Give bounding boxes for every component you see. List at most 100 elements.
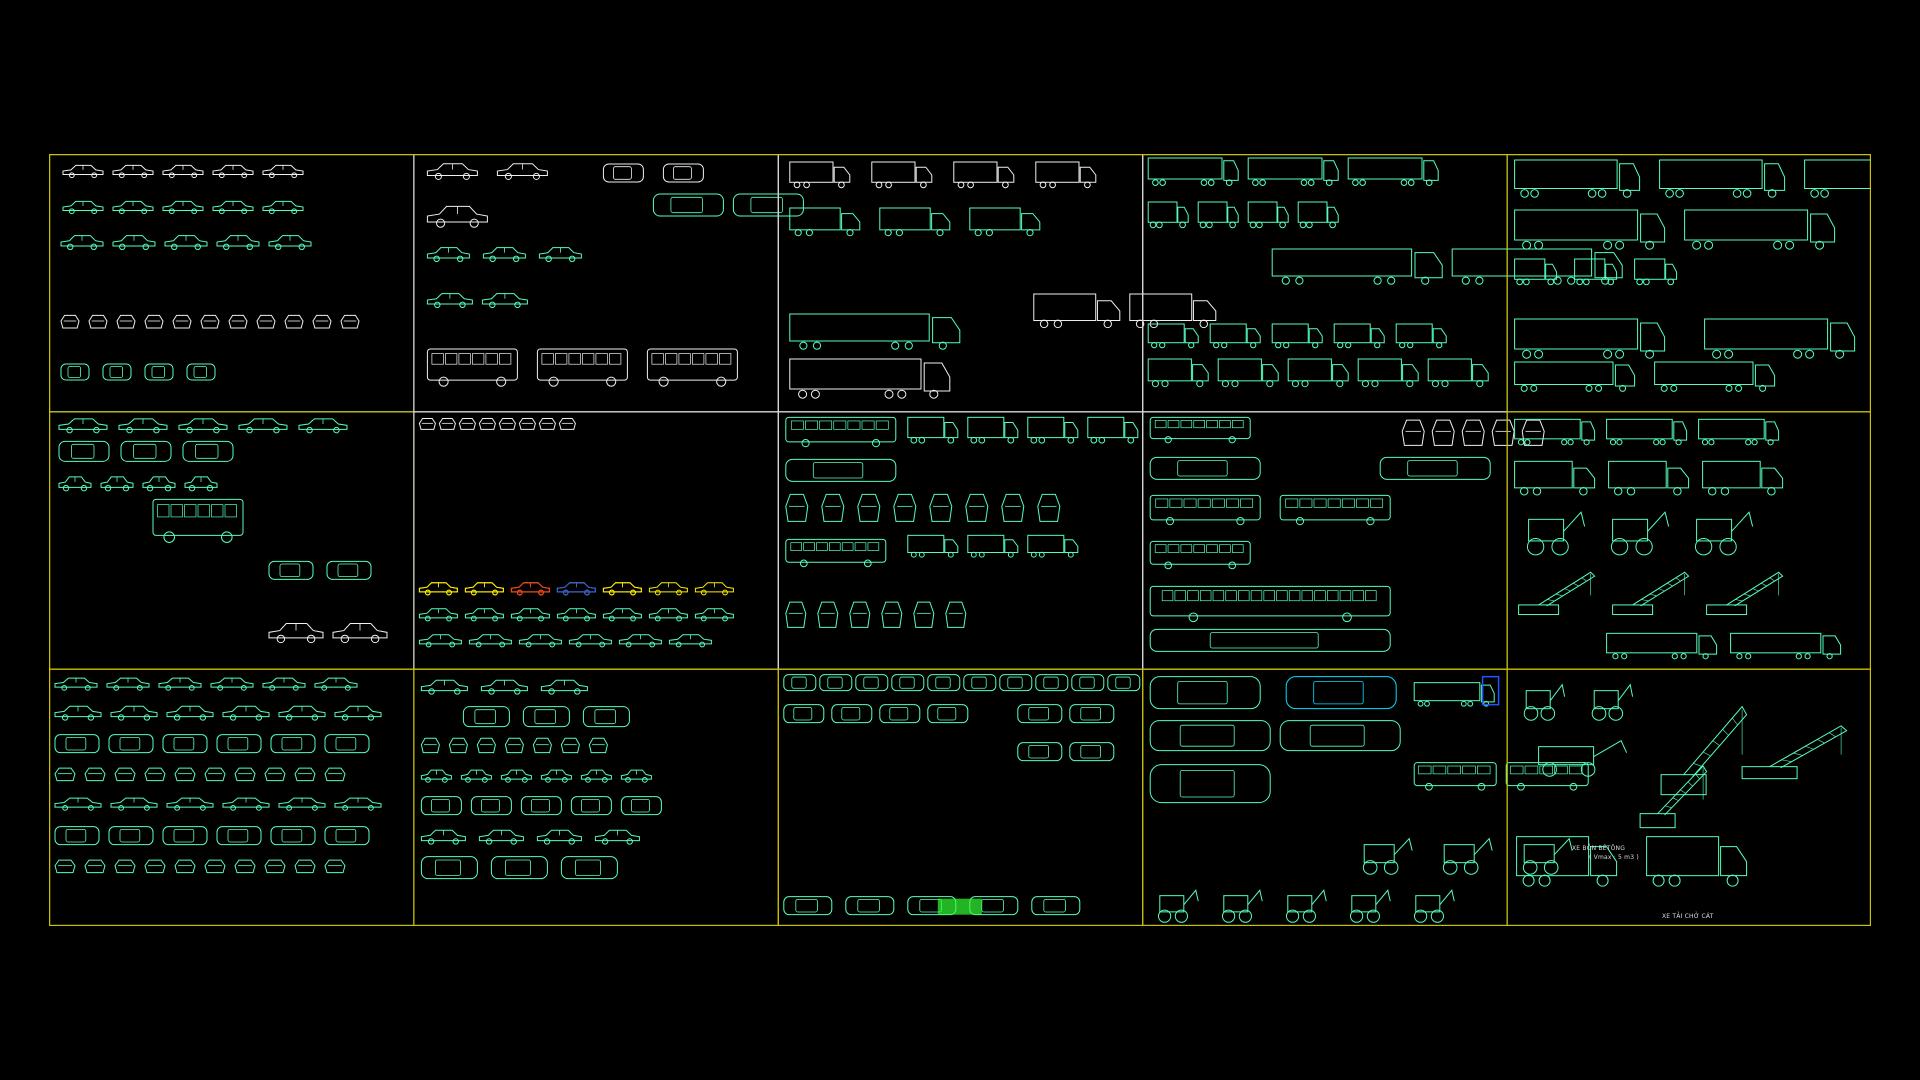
tractor-trailer-block[interactable] (1659, 159, 1786, 198)
car-top-block[interactable] (1031, 896, 1081, 916)
container-top-block[interactable] (1285, 676, 1397, 710)
sedan-block[interactable] (62, 164, 104, 179)
cell-tankers-semitrailers[interactable] (1142, 154, 1508, 413)
car-top-block[interactable] (108, 734, 154, 754)
mixer-truck-block[interactable] (1516, 836, 1618, 887)
bus-front-block[interactable] (821, 493, 845, 522)
car-front-block[interactable] (144, 859, 166, 874)
trailer-block[interactable] (1271, 248, 1443, 285)
box-truck-block[interactable] (969, 207, 1041, 237)
loader-block[interactable] (1413, 889, 1455, 923)
sedan-block[interactable] (212, 164, 254, 179)
car-block[interactable] (556, 608, 596, 622)
container-top-block[interactable] (1149, 676, 1261, 710)
tractor-trailer-block[interactable] (1514, 318, 1666, 359)
coach-block[interactable] (1149, 494, 1261, 526)
car-block[interactable] (110, 705, 158, 721)
cell-sports-cars[interactable] (413, 668, 779, 926)
crane-truck-block[interactable] (1518, 571, 1596, 616)
pickup-block[interactable] (496, 163, 548, 180)
sports-car-block[interactable] (478, 829, 524, 845)
car-top-block[interactable] (520, 796, 562, 816)
excavator-block[interactable] (1538, 739, 1628, 777)
box-truck-block[interactable] (879, 207, 951, 237)
ambulance-block[interactable] (1027, 534, 1079, 558)
colored-car-block[interactable] (418, 582, 458, 596)
car-front-block[interactable] (84, 859, 106, 874)
coach-top-block[interactable] (1379, 456, 1491, 480)
car-front-block[interactable] (478, 418, 496, 430)
van-top-block[interactable] (1149, 764, 1271, 804)
cell-trucks-box[interactable] (777, 154, 1144, 413)
car-top-block[interactable] (216, 734, 262, 754)
car-top-block[interactable] (891, 674, 925, 692)
car-top-block[interactable] (326, 560, 372, 580)
cell-pickups-vans-rv[interactable] (413, 154, 779, 413)
cell-tractor-trailers[interactable] (1506, 154, 1871, 413)
coach-block[interactable] (1279, 494, 1391, 526)
ambulance-block[interactable] (1027, 416, 1079, 444)
sedan-block[interactable] (62, 200, 104, 215)
bus-front-block[interactable] (1037, 493, 1061, 522)
car-block[interactable] (518, 634, 562, 648)
car-block[interactable] (222, 797, 270, 811)
classic-car-block[interactable] (500, 769, 532, 783)
truck-block[interactable] (1608, 460, 1690, 496)
car-block[interactable] (314, 677, 358, 691)
sedan-block[interactable] (162, 200, 204, 215)
cell-cars-sedans-classic[interactable] (49, 154, 415, 413)
ambulance-block[interactable] (1087, 416, 1139, 444)
car-front-block[interactable] (264, 859, 286, 874)
car-top-block[interactable] (927, 674, 961, 692)
truck-block[interactable] (1297, 201, 1339, 229)
car-block[interactable] (54, 705, 102, 721)
bus-block[interactable] (1149, 416, 1251, 444)
van-block[interactable] (426, 205, 488, 228)
car-top-block[interactable] (324, 826, 370, 846)
car-front-block[interactable] (560, 737, 580, 754)
car-top-block[interactable] (324, 734, 370, 754)
car-block[interactable] (184, 476, 218, 492)
sedan-block[interactable] (262, 164, 304, 179)
colored-car-block[interactable] (648, 582, 688, 596)
cell-construction-machinery[interactable] (1506, 668, 1871, 926)
skid-loader-block[interactable] (1591, 683, 1634, 721)
car-top-block[interactable] (60, 363, 90, 381)
van-block[interactable] (481, 293, 528, 309)
trailer-block[interactable] (1451, 248, 1623, 285)
car-top-block[interactable] (1071, 674, 1105, 692)
car-front-block[interactable] (174, 767, 196, 782)
car-front-block[interactable] (588, 737, 608, 754)
sedan-block[interactable] (60, 235, 104, 251)
car-front-block[interactable] (204, 767, 226, 782)
flatbed-block[interactable] (1514, 418, 1596, 446)
car-front-block[interactable] (114, 767, 136, 782)
rv-block[interactable] (426, 348, 518, 387)
box-truck-block[interactable] (1287, 358, 1349, 388)
bus-front-block[interactable] (857, 493, 881, 522)
bus-front-block[interactable] (1521, 419, 1545, 446)
box-truck-block[interactable] (1217, 358, 1279, 388)
tractor-block[interactable] (1514, 258, 1558, 286)
car-top-block[interactable] (1069, 704, 1115, 724)
car-top-block[interactable] (162, 826, 208, 846)
colored-car-block[interactable] (602, 582, 642, 596)
car-front-block[interactable] (324, 859, 346, 874)
bus-front-block[interactable] (785, 493, 809, 522)
sedan-block[interactable] (112, 164, 154, 179)
bus-front-block[interactable] (1401, 419, 1425, 446)
car-front-block[interactable] (312, 314, 332, 329)
car-block[interactable] (468, 634, 512, 648)
container-top-block[interactable] (1279, 720, 1401, 752)
car-top-block[interactable] (470, 796, 512, 816)
car-top-block[interactable] (1017, 742, 1063, 762)
truck-block[interactable] (1147, 201, 1189, 229)
car-block[interactable] (618, 634, 662, 648)
car-front-block[interactable] (172, 314, 192, 329)
bus-block[interactable] (785, 416, 897, 448)
ambulance-block[interactable] (967, 534, 1019, 558)
car-block[interactable] (54, 677, 98, 691)
bus-top-block[interactable] (785, 458, 897, 482)
sedan-block[interactable] (268, 235, 312, 251)
car-top-block[interactable] (420, 796, 462, 816)
